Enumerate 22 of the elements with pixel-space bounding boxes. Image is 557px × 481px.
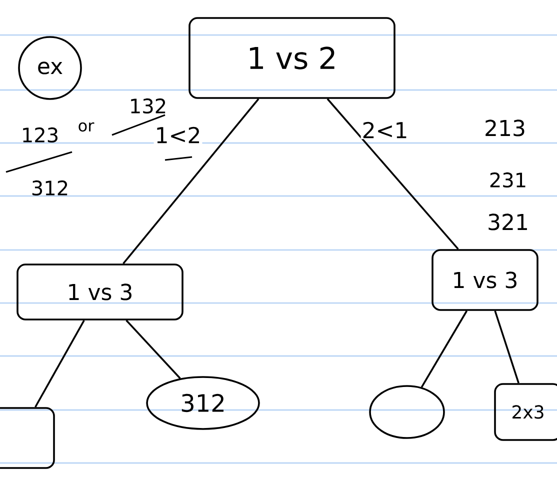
note-text: 132 — [131, 98, 166, 114]
branch-line — [126, 320, 181, 379]
branch-line — [494, 310, 520, 384]
note-text: or — [78, 122, 94, 132]
edge-label: 1<2 — [157, 126, 199, 144]
comparison-box: 2x3 — [494, 383, 557, 441]
edge-label: 2<1 — [363, 122, 406, 138]
branch-line — [420, 310, 468, 388]
leaf-oval — [369, 385, 445, 439]
comparison-box: 1 vs 3 — [16, 264, 184, 320]
circled-note: ex — [18, 36, 82, 100]
comparison-box: 1 vs 2 — [188, 17, 396, 99]
note-text: 231 — [490, 172, 526, 188]
note-text: 213 — [486, 120, 524, 136]
branch-line — [326, 98, 459, 250]
comparison-box: 1 vs 3 — [432, 249, 538, 311]
branch-line — [34, 320, 85, 408]
empty-box — [0, 407, 55, 469]
note-text: 312 — [32, 180, 68, 196]
branch-line — [122, 98, 260, 264]
note-text: 123 — [23, 127, 58, 143]
leaf-oval: 312 — [146, 376, 260, 430]
